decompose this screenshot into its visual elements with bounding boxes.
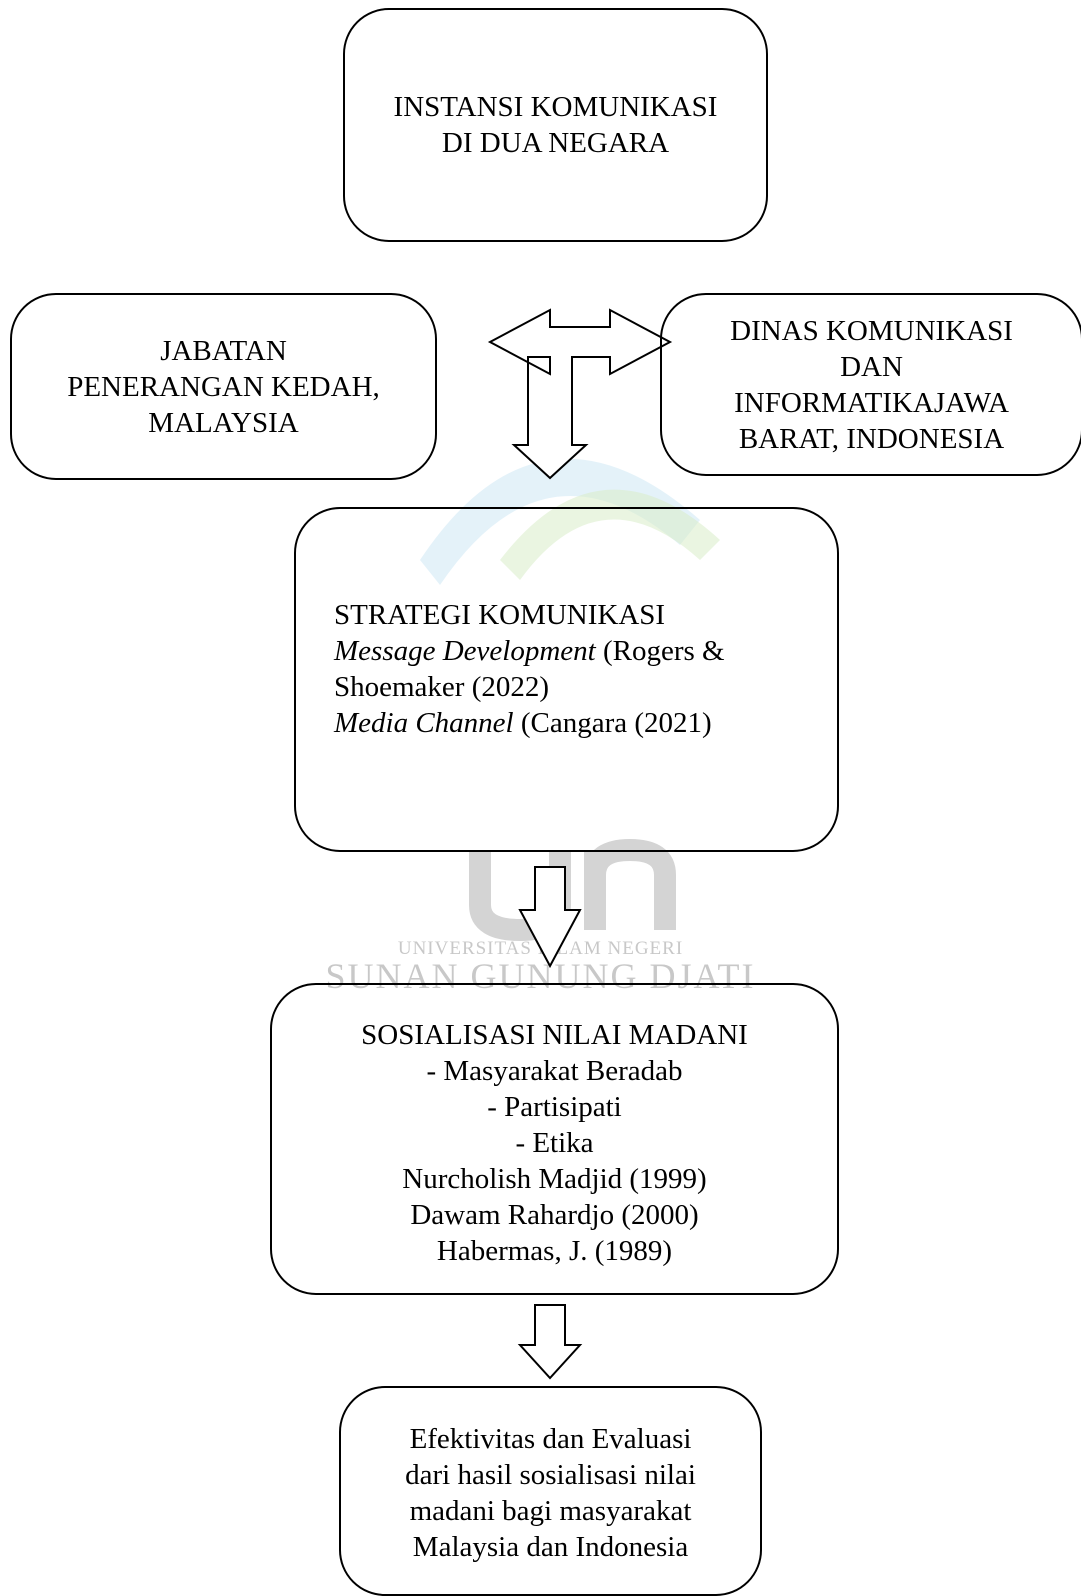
dinas-line: BARAT, INDONESIA [738, 422, 1005, 455]
arrow-down-strategi-to-sosialisasi [518, 866, 582, 969]
strategi-message-development: Message Development (Rogers & [334, 633, 725, 669]
dinas-line: INFORMATIKAJAWA [734, 386, 1009, 419]
strategi-media-channel: Media Channel (Cangara (2021) [334, 705, 725, 741]
efektivitas-line: Malaysia dan Indonesia [412, 1531, 689, 1563]
sosialisasi-line: Habermas, J. (1989) [436, 1235, 673, 1267]
sosialisasi-line: Nurcholish Madjid (1999) [402, 1163, 707, 1195]
efektivitas-line: dari hasil sosialisasi nilai [405, 1459, 696, 1491]
watermark-logo-uin-shape [469, 838, 676, 942]
instansi-line: DI DUA NEGARA [441, 127, 670, 159]
strategi-media-channel-term: Media Channel [334, 706, 514, 739]
box-efektivitas-evaluasi: Efektivitas dan Evaluasi dari hasil sosi… [339, 1386, 762, 1596]
box-dinas-komunikasi-jabar: DINAS KOMUNIKASI DAN INFORMATIKAJAWA BAR… [660, 293, 1081, 476]
jabatan-line: JABATAN [160, 334, 287, 367]
strategi-title: STRATEGI KOMUNIKASI [334, 598, 666, 631]
efektivitas-line: madani bagi masyarakat [409, 1495, 692, 1527]
arrow-down-sosialisasi-to-efektivitas [517, 1304, 583, 1380]
sosialisasi-line: - Masyarakat Beradab [426, 1055, 683, 1087]
strategi-message-development-citation: (Rogers & [595, 634, 725, 667]
sosialisasi-line: SOSIALISASI NILAI MADANI [361, 1019, 748, 1051]
jabatan-line: PENERANGAN KEDAH, [67, 370, 380, 403]
box-jabatan-penerangan-kedah: JABATAN PENERANGAN KEDAH, MALAYSIA [10, 293, 437, 480]
dinas-line: DINAS KOMUNIKASI [730, 314, 1013, 347]
instansi-line: INSTANSI KOMUNIKASI [393, 91, 718, 123]
strategi-shoemaker-citation: Shoemaker (2022) [334, 670, 550, 703]
sosialisasi-line: - Etika [515, 1127, 594, 1159]
jabatan-line: MALAYSIA [148, 406, 299, 439]
double-arrow-t-connector [487, 308, 673, 480]
watermark-university-label: UNIVERSITAS ISLAM NEGERI [397, 938, 684, 959]
sosialisasi-line: Dawam Rahardjo (2000) [410, 1199, 699, 1231]
strategi-message-development-term: Message Development [334, 634, 596, 667]
box-sosialisasi-nilai-madani: SOSIALISASI NILAI MADANI - Masyarakat Be… [270, 983, 839, 1295]
dinas-line: DAN [840, 350, 903, 383]
sosialisasi-line: - Partisipati [487, 1091, 622, 1123]
box-strategi-komunikasi: STRATEGI KOMUNIKASI Message Development … [294, 507, 839, 852]
efektivitas-line: Efektivitas dan Evaluasi [409, 1423, 692, 1455]
strategi-media-channel-citation: (Cangara (2021) [513, 706, 712, 739]
box-instansi-komunikasi: INSTANSI KOMUNIKASI DI DUA NEGARA [343, 8, 768, 242]
